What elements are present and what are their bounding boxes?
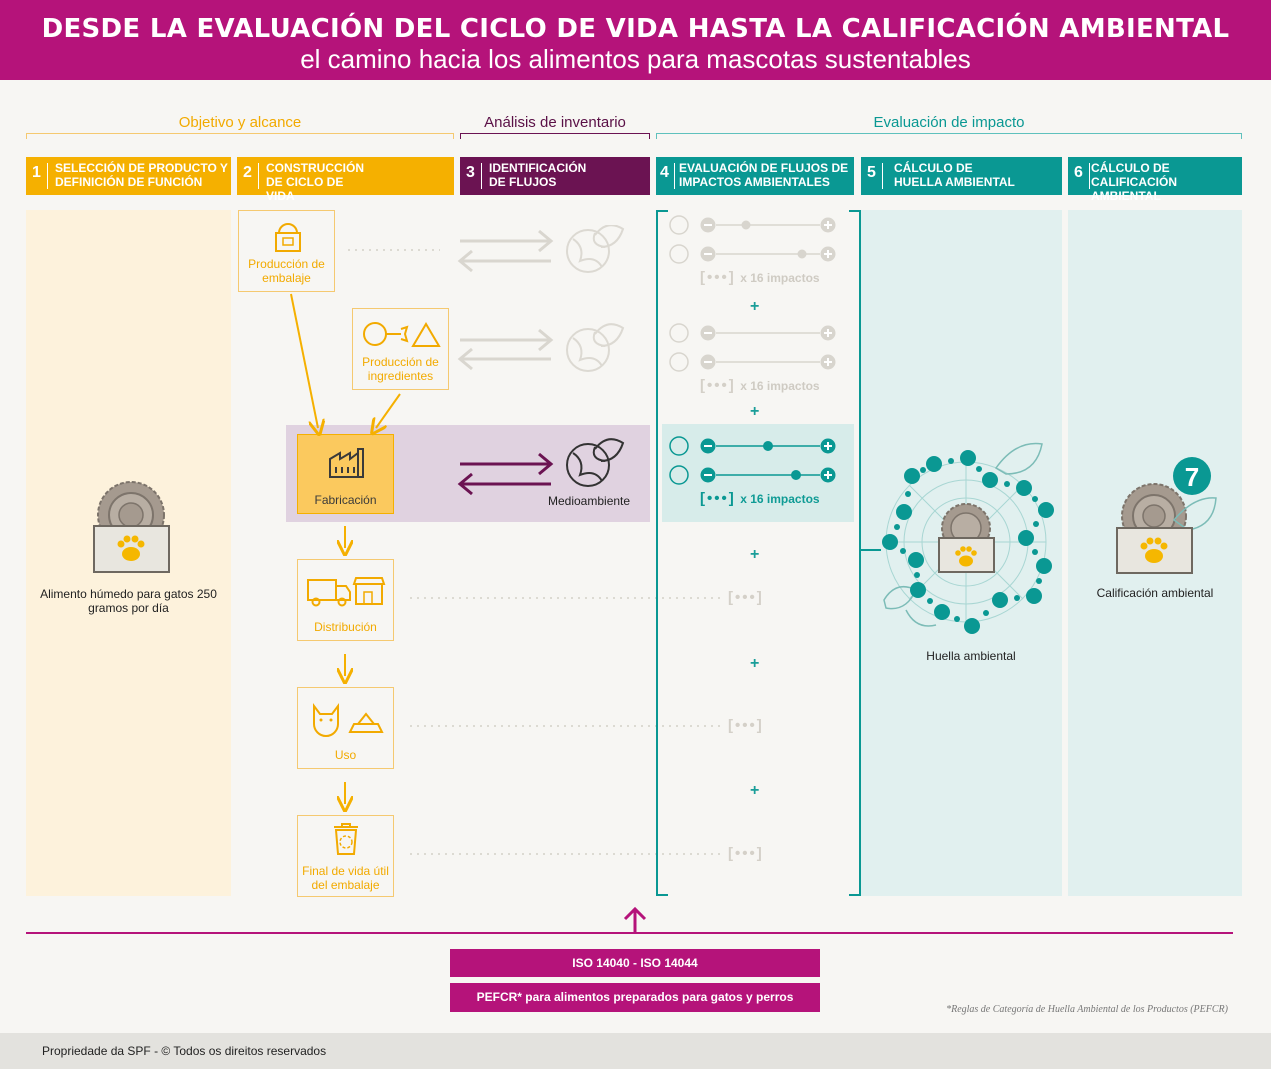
iso-standard-box: ISO 14040 - ISO 14044 (450, 949, 820, 977)
plus-sign: + (750, 546, 760, 563)
impact-placeholder-end-of-life: [•••] (728, 845, 764, 862)
distribution-node: Distribución (297, 559, 394, 641)
page-title: DESDE LA EVALUACIÓN DEL CICLO DE VIDA HA… (41, 14, 1230, 44)
copyright-text: Propriedade da SPF - © Todos os direitos… (42, 1044, 327, 1058)
ingredients-label: Producción de ingredientes (362, 355, 439, 383)
page-subtitle: el camino hacia los alimentos para masco… (300, 44, 971, 74)
impact-sliders (669, 215, 836, 485)
ingredients-icon (363, 322, 441, 347)
step-5-box: 5 CÁLCULO DE HUELLA AMBIENTAL (861, 157, 1062, 195)
rated-can-icon (1116, 457, 1217, 574)
end-of-life-label: Final de vida útil del embalaje (302, 864, 389, 892)
lifecycle-arrows (290, 293, 401, 900)
impact-bracket-left (656, 210, 658, 896)
packaging-icon (275, 223, 301, 252)
distribution-label: Distribución (314, 620, 377, 634)
rating-score: 7 (1184, 462, 1200, 492)
use-node: Uso (297, 687, 394, 769)
phase-impact-line (656, 133, 1242, 134)
step-1-label: SELECCIÓN DE PRODUCTO Y DEFINICIÓN DE FU… (55, 161, 228, 189)
dotted-connectors (348, 249, 720, 855)
step-6-box: 6 CÁLCULO DE CALIFICACIÓN AMBIENTAL (1068, 157, 1242, 203)
factory-icon (329, 448, 364, 478)
impact-group-2-count: [•••] x 16 impactos (700, 377, 820, 394)
step-5-label: CÁLCULO DE HUELLA AMBIENTAL (894, 161, 1015, 189)
environment-label: Medioambiente (548, 494, 631, 508)
impact-placeholder-use: [•••] (728, 717, 764, 734)
footprint-label: Huella ambiental (926, 649, 1016, 663)
manufacturing-node: Fabricación (297, 434, 394, 514)
pefcr-footnote: *Reglas de Categoría de Huella Ambiental… (946, 1004, 1228, 1015)
use-label: Uso (334, 748, 357, 762)
step-3-label: IDENTIFICACIÓN DE FLUJOS (489, 161, 587, 189)
phase-inventory-line (460, 133, 650, 134)
plus-sign: + (750, 782, 760, 799)
manufacturing-label: Fabricación (314, 493, 377, 507)
rating-label: Calificación ambiental (1096, 586, 1214, 600)
step-4-box: 4 EVALUACIÓN DE FLUJOS DE IMPACTOS AMBIE… (656, 157, 854, 195)
distribution-icon (307, 577, 386, 607)
phase-goal-line (26, 133, 454, 134)
cat-food-can-icon (93, 481, 170, 573)
footer-bar: Propriedade da SPF - © Todos os direitos… (0, 1033, 1271, 1069)
step-2-label: CONSTRUCCIÓN DE CICLO DE VIDA (266, 161, 364, 203)
cat-bowl-icon (313, 703, 384, 737)
phase-goal-label: Objetivo y alcance (178, 114, 302, 131)
plus-sign: + (750, 403, 760, 420)
impact-group-1-count: [•••] x 16 impactos (700, 269, 820, 286)
impact-group-3-count: [•••] x 16 impactos (700, 490, 820, 507)
plus-sign: + (750, 655, 760, 672)
packaging-label: Producción de embalaje (248, 257, 325, 285)
product-label: Alimento húmedo para gatos 250 gramos po… (40, 587, 217, 615)
plus-sign: + (750, 298, 760, 315)
pefcr-box: PEFCR* para alimentos preparados para ga… (450, 983, 820, 1012)
flow-arrows (457, 225, 625, 496)
end-of-life-node: Final de vida útil del embalaje (297, 815, 394, 897)
impact-placeholder-distribution: [•••] (728, 589, 764, 606)
footprint-connector (861, 549, 881, 551)
impact-bracket-right (859, 210, 861, 896)
environment-globe-icon (566, 438, 625, 487)
standards-line (26, 932, 1233, 934)
ingredients-node: Producción de ingredientes (352, 308, 449, 390)
footprint-wheel-icon (882, 442, 1054, 634)
header-banner: DESDE LA EVALUACIÓN DEL CICLO DE VIDA HA… (0, 0, 1271, 80)
phase-inventory-label: Análisis de inventario (484, 114, 626, 131)
step-3-box: 3 IDENTIFICACIÓN DE FLUJOS (460, 157, 650, 195)
phase-impact-label: Evaluación de impacto (873, 114, 1025, 131)
step-1-box: 1 SELECCIÓN DE PRODUCTO Y DEFINICIÓN DE … (26, 157, 231, 195)
packaging-node: Producción de embalaje (238, 210, 335, 292)
step-6-label: CÁLCULO DE CALIFICACIÓN AMBIENTAL (1091, 161, 1177, 203)
step-4-label: EVALUACIÓN DE FLUJOS DE IMPACTOS AMBIENT… (679, 161, 849, 189)
recycle-bin-icon (334, 823, 358, 855)
step-2-box: 2 CONSTRUCCIÓN DE CICLO DE VIDA (237, 157, 454, 203)
up-arrow-icon (623, 906, 647, 933)
